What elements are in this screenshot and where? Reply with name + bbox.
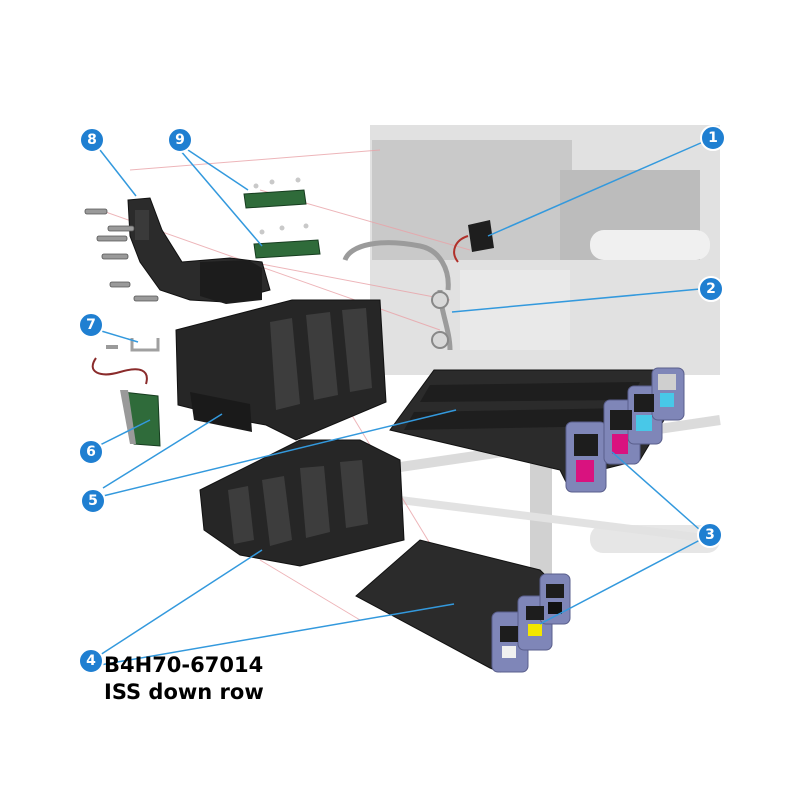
part-name-caption: ISS down row (104, 680, 264, 704)
leader-3a (611, 451, 701, 531)
screw (107, 225, 135, 232)
leader-9b (179, 149, 263, 247)
leader-1 (487, 141, 704, 237)
leader-3b (539, 539, 701, 625)
callout-5: 5 (80, 488, 106, 514)
part-9-pcbs (243, 177, 321, 259)
part-number-caption: B4H70-67014 (104, 653, 264, 677)
part-3-upper-tray (389, 367, 685, 493)
callout-3-label: 3 (705, 527, 715, 543)
callout-6: 6 (78, 439, 104, 465)
printer-panel (560, 170, 700, 260)
callout-7-label: 7 (86, 317, 96, 333)
leader-4b (99, 603, 455, 666)
media-roll (590, 230, 710, 260)
callout-8-label: 8 (87, 132, 97, 148)
part-6-pcb (91, 357, 161, 447)
part-4-lower-tray (355, 539, 571, 673)
callout-7: 7 (78, 312, 104, 338)
leader-9a (184, 147, 249, 191)
leader-8 (99, 149, 137, 197)
screw (109, 281, 131, 288)
part-8-frame (127, 197, 271, 304)
callout-5-label: 5 (88, 493, 98, 509)
part-7-bracket (106, 338, 160, 352)
screw (96, 235, 128, 242)
callout-2: 2 (698, 276, 724, 302)
callout-4: 4 (78, 648, 104, 674)
callout-6-label: 6 (86, 444, 96, 460)
callout-3: 3 (697, 522, 723, 548)
printer-base-bar (399, 496, 721, 544)
callout-9-label: 9 (175, 132, 185, 148)
screw (84, 208, 108, 215)
callouts: 1 2 3 4 5 6 7 8 (78, 125, 726, 674)
leader-2 (451, 288, 701, 313)
part-5-lower-station (199, 439, 405, 567)
screw (133, 295, 159, 302)
callout-4-label: 4 (86, 653, 96, 669)
leader-lines (97, 141, 704, 666)
callout-9: 9 (167, 127, 193, 153)
callout-1-label: 1 (708, 130, 718, 146)
part-1-sensor (453, 220, 494, 263)
callout-2-label: 2 (706, 281, 716, 297)
leader-5a (102, 413, 223, 489)
leader-5b (102, 409, 457, 497)
leader-4a (99, 549, 263, 656)
printer-background (370, 125, 721, 600)
leader-7 (97, 329, 139, 343)
part-5-upper-station (175, 299, 387, 441)
callout-8: 8 (79, 127, 105, 153)
screw (101, 253, 129, 260)
callout-1: 1 (700, 125, 726, 151)
leader-6 (97, 419, 151, 447)
part-2-tubes (342, 240, 453, 351)
screws (84, 208, 159, 302)
